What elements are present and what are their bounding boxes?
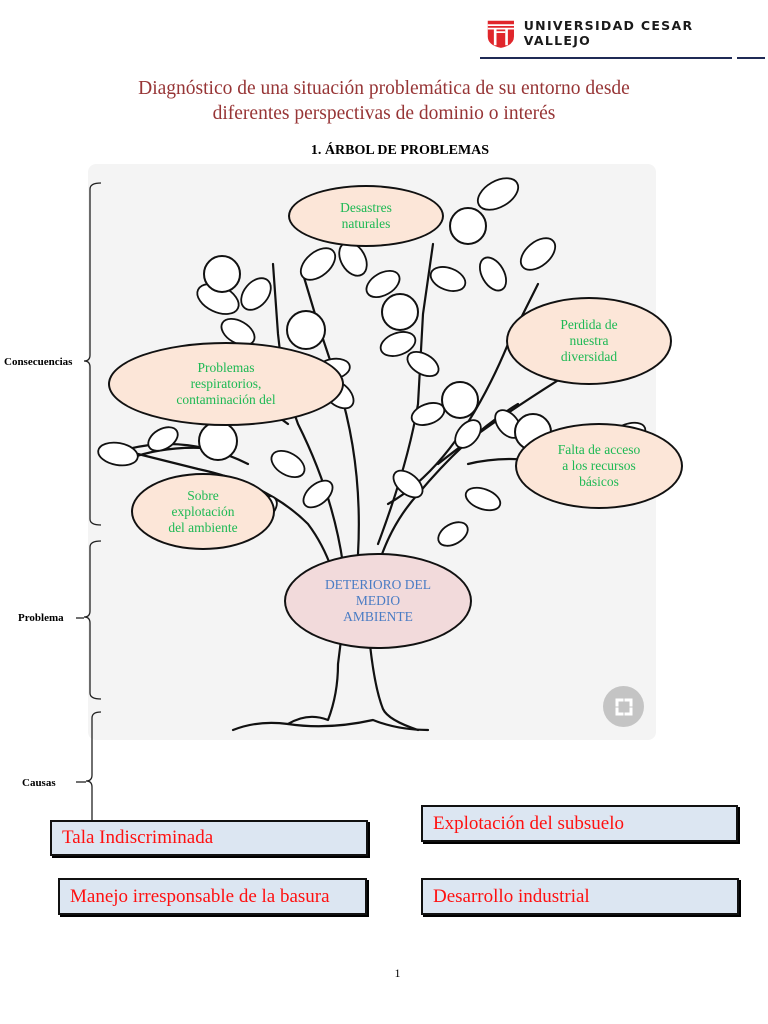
tree-leaf [437, 521, 469, 547]
bracket-problem [83, 540, 102, 700]
consequence-text: Falta de acceso [557, 442, 641, 457]
consequence-text: Problemas [197, 360, 255, 375]
header-rule [480, 57, 732, 59]
tree-leaf [302, 479, 334, 509]
document-title-line-1: Diagnóstico de una situación problemátic… [138, 78, 630, 99]
tree-leaf [519, 237, 557, 271]
tree-leaf [147, 426, 179, 452]
tree-apple [198, 421, 238, 461]
consequence-text: diversidad [560, 349, 618, 364]
cause-text: Explotación del subsuelo [433, 812, 625, 834]
consequence-text: del ambiente [168, 519, 238, 535]
document-title-line-2: diferentes perspectivas de dominio o int… [212, 103, 556, 124]
tree-leaf [299, 247, 337, 281]
tree-leaf [379, 331, 417, 357]
tree-leaf [406, 350, 440, 378]
tree-leaf [392, 469, 424, 499]
header-rule-short [737, 57, 765, 59]
consequence-natural-disasters: Desastres naturales [288, 185, 444, 247]
tree-leaf [270, 449, 306, 479]
consequence-text: contaminación del [176, 392, 276, 407]
tree-leaf [478, 256, 508, 292]
tree-root [286, 718, 430, 732]
cause-box-industrial-development: Desarrollo industrial [421, 878, 739, 915]
expand-image-button[interactable] [603, 686, 644, 727]
university-logo: UNIVERSIDAD CESAR VALLEJO [486, 14, 736, 52]
consequence-text: Perdida de [560, 317, 618, 332]
page-number: 1 [394, 966, 401, 980]
consequence-text: explotación [171, 503, 235, 519]
consequence-text: a los recursos [562, 458, 636, 473]
tree-leaf [365, 269, 401, 299]
section-heading: 1. ÁRBOL DE PROBLEMAS [310, 143, 490, 158]
university-name: UNIVERSIDAD CESAR VALLEJO [523, 18, 694, 48]
section-brackets [76, 182, 102, 820]
consequence-overexploitation: Sobre explotación del ambiente [131, 473, 275, 550]
bracket-causes [85, 711, 102, 820]
university-shield-logo-icon [487, 20, 514, 48]
tree-leaf [240, 277, 272, 311]
label-causes: Causas [22, 777, 56, 789]
cause-text: Desarrollo industrial [433, 885, 590, 907]
tree-apple [286, 310, 326, 350]
consequence-text: naturales [341, 216, 391, 231]
consequence-text: Sobre [187, 487, 219, 503]
cause-text: Tala Indiscriminada [62, 827, 214, 848]
consequence-respiratory-problems: Problemas respiratorios, contaminación d… [108, 342, 344, 426]
consequence-text: Desastres [340, 200, 392, 215]
tree-apple [441, 381, 479, 419]
expand-fullscreen-icon [615, 698, 632, 715]
cause-box-deforestation: Tala Indiscriminada [50, 820, 368, 856]
label-problem: Problema [18, 612, 64, 624]
bracket-consequences [83, 182, 102, 526]
tree-root [231, 622, 345, 732]
tree-leaf [476, 177, 520, 211]
consequence-text: respiratorios, [190, 376, 262, 391]
problem-text: DETERIORO DEL [324, 577, 432, 592]
problem-environmental-deterioration: DETERIORO DEL MEDIO AMBIENTE [284, 553, 472, 649]
tree-leaf [454, 419, 482, 449]
cause-box-waste-management: Manejo irresponsable de la basura [58, 878, 367, 915]
consequence-diversity-loss: Perdida de nuestra diversidad [506, 297, 672, 385]
consequence-text: básicos [579, 474, 619, 489]
problem-text: AMBIENTE [343, 609, 413, 624]
tree-leaf [97, 441, 139, 467]
tree-apple [203, 255, 241, 293]
consequence-text: nuestra [569, 333, 609, 348]
label-consequences: Consecuencias [4, 356, 73, 368]
tree-trunk [376, 242, 435, 546]
tree-apple [449, 207, 487, 245]
tree-root [366, 622, 420, 732]
problem-text: MEDIO [355, 593, 401, 608]
tree-apple [381, 293, 419, 331]
cause-box-subsoil-exploitation: Explotación del subsuelo [421, 805, 738, 842]
tree-illustration [97, 177, 647, 732]
tree-branch [126, 442, 250, 466]
consequence-lack-of-resources: Falta de acceso a los recursos básicos [515, 423, 683, 509]
tree-leaf [464, 486, 502, 512]
cause-text: Manejo irresponsable de la basura [70, 885, 330, 907]
tree-leaf [429, 266, 467, 292]
